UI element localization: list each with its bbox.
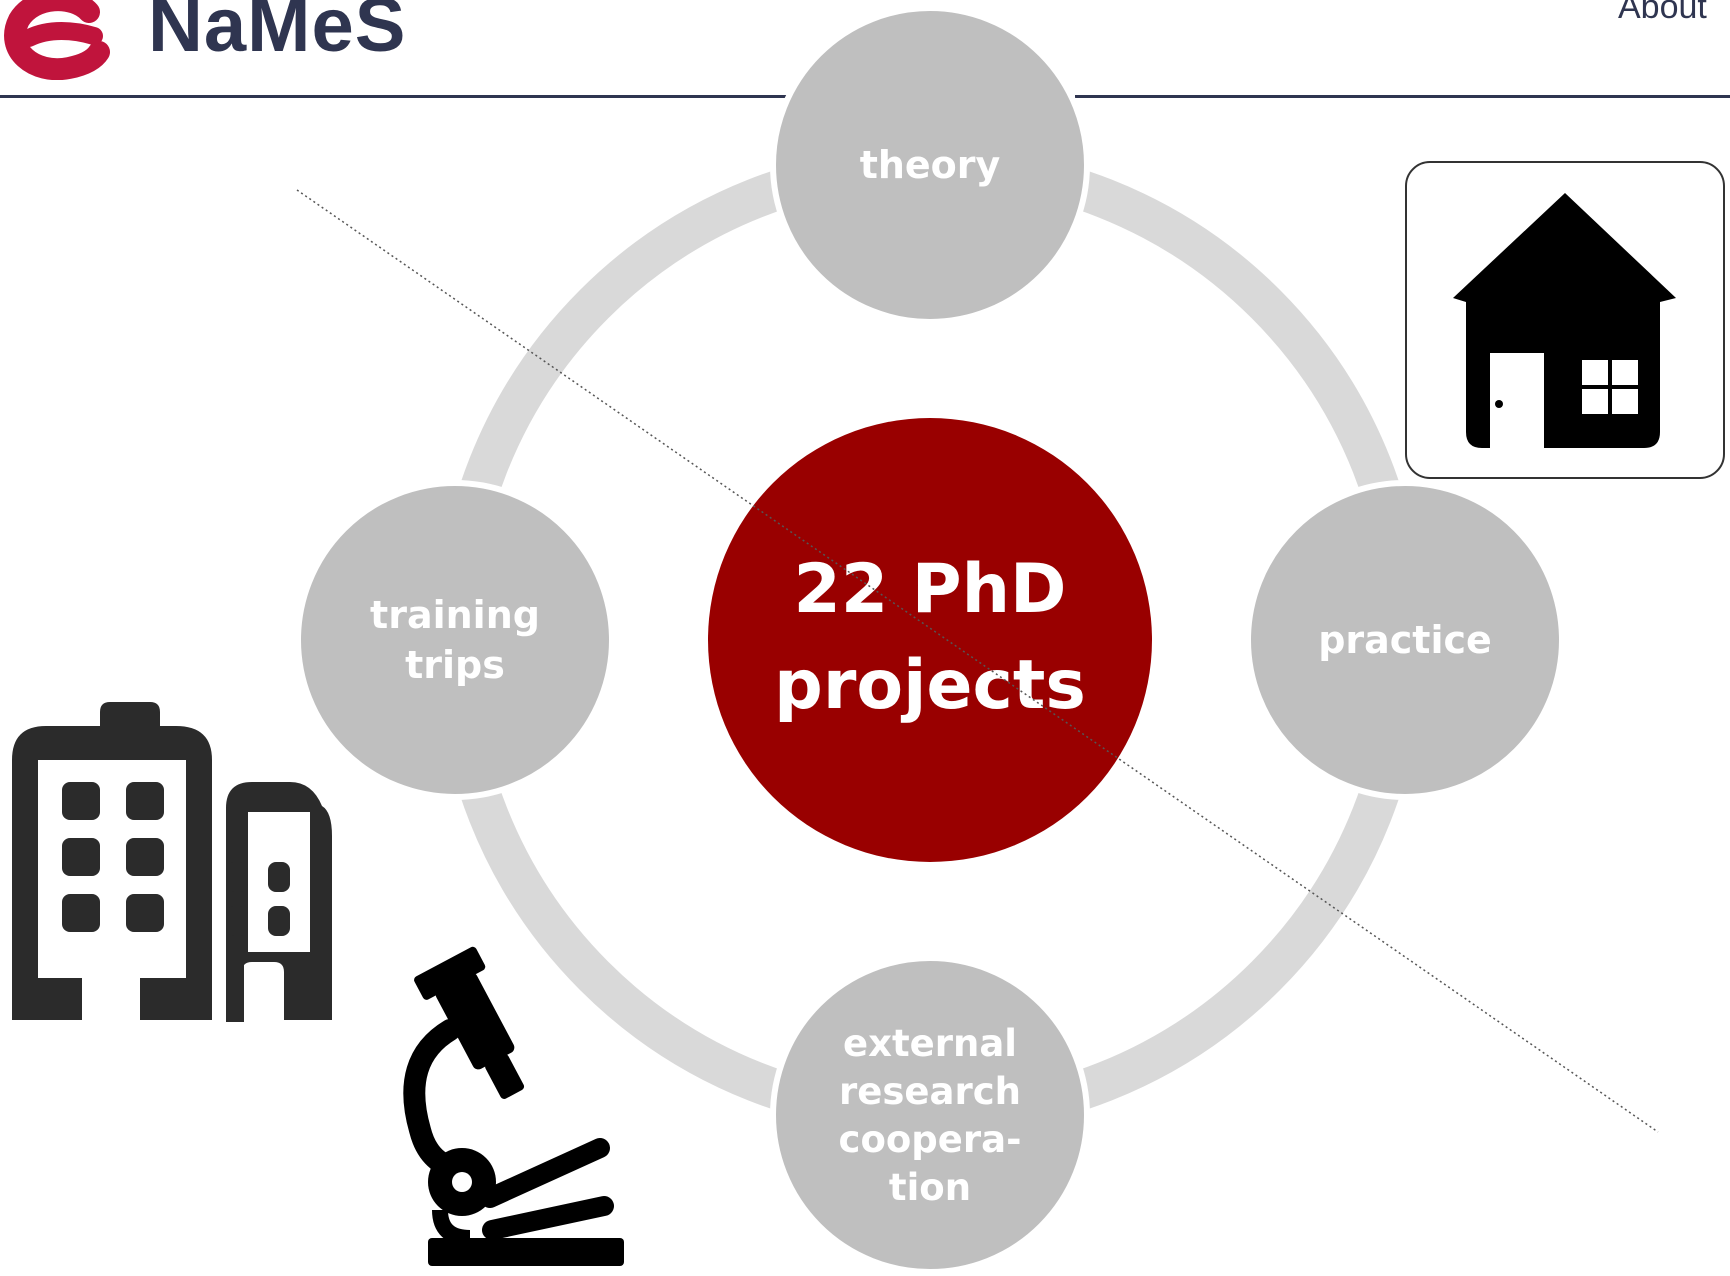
header-divider-left: [0, 95, 790, 98]
node-external-research-cooperation: external research coopera-tion: [770, 955, 1090, 1275]
node-label-left-line-1: training: [370, 593, 540, 637]
nav-about-link[interactable]: About: [1618, 0, 1707, 26]
node-label-bottom-line-1: external: [843, 1022, 1017, 1065]
node-label-bottom-line-4: tion: [889, 1166, 971, 1209]
microscope-icon: [403, 946, 624, 1266]
node-label-right-line-1: practice: [1318, 618, 1492, 662]
house-icon: [1405, 161, 1725, 479]
node-label-bottom-line-2: research: [839, 1070, 1021, 1113]
buildings-icon: [12, 702, 332, 1022]
logo-icon[interactable]: [0, 0, 114, 80]
diagonal-guide-line: [296, 189, 1659, 1133]
center-node: 22 PhD projects: [708, 418, 1152, 862]
node-theory: theory: [770, 5, 1090, 325]
brand-name[interactable]: NaMeS: [148, 0, 407, 68]
node-label-top-line-1: theory: [860, 143, 1001, 187]
node-label-left-line-2: trips: [405, 643, 505, 687]
header-divider-right: [1075, 95, 1730, 98]
node-label-bottom-line-3: coopera-: [839, 1118, 1022, 1161]
node-practice: practice: [1245, 480, 1565, 800]
svg-text:theory: theory: [860, 143, 1001, 187]
node-training-trips: training trips: [295, 480, 615, 800]
center-title-line2: projects: [774, 646, 1086, 725]
center-title-line1: 22 PhD: [794, 550, 1067, 629]
svg-text:practice: practice: [1318, 618, 1492, 662]
